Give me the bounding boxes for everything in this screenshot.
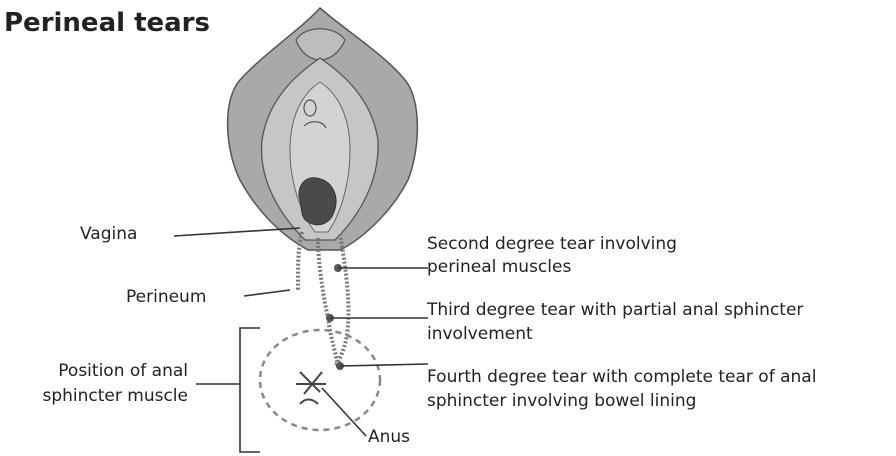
sphincter-bracket xyxy=(240,328,260,452)
leader-fourth-degree xyxy=(340,364,428,366)
label-second-degree-1: Second degree tear involving xyxy=(427,233,677,256)
label-vagina: Vagina xyxy=(80,223,137,246)
anal-sphincter-circle xyxy=(260,330,380,430)
label-perineum: Perineum xyxy=(126,286,206,309)
label-fourth-degree-1: Fourth degree tear with complete tear of… xyxy=(427,366,816,389)
vaginal-opening xyxy=(299,178,336,225)
label-anal-sphincter-2: sphincter muscle xyxy=(14,385,188,408)
label-second-degree-2: perineal muscles xyxy=(427,256,571,279)
tear-path-right xyxy=(336,234,348,366)
label-anus: Anus xyxy=(368,426,410,449)
label-fourth-degree-2: sphincter involving bowel lining xyxy=(427,390,696,413)
label-anal-sphincter-1: Position of anal xyxy=(14,360,188,383)
leader-perineum xyxy=(244,290,290,296)
tear-path-center xyxy=(318,238,338,366)
anus-shape xyxy=(296,372,326,404)
label-third-degree-2: involvement xyxy=(427,323,533,346)
tear-path-left xyxy=(298,232,302,290)
label-third-degree-1: Third degree tear with partial anal sphi… xyxy=(427,299,803,322)
